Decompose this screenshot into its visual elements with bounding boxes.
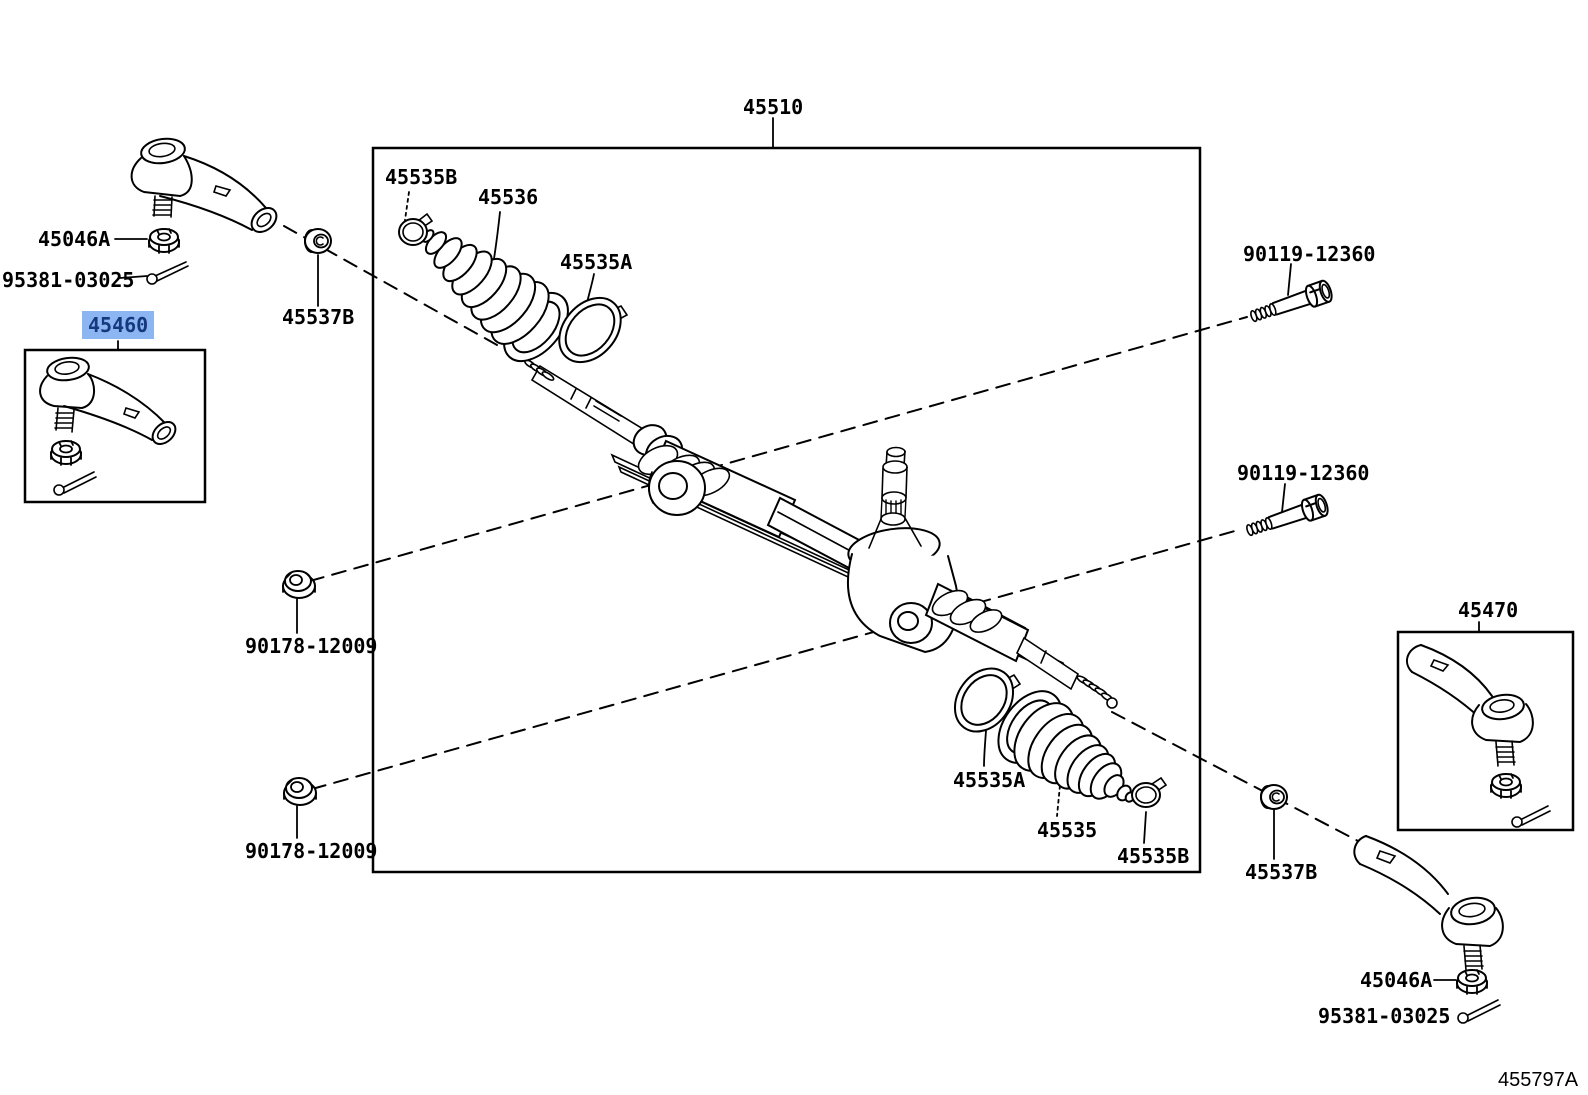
clamp-45535a-top-drawing xyxy=(558,296,629,364)
nut-90178-top-drawing xyxy=(282,570,316,599)
tie-rod-end-top-left-drawing xyxy=(130,137,278,285)
part-label-45046a-2[interactable]: 45046A xyxy=(1360,968,1433,992)
steering-rack-drawing xyxy=(523,359,1118,709)
part-label-45535a-2[interactable]: 45535A xyxy=(953,768,1026,792)
part-label-45535b[interactable]: 45535B xyxy=(385,165,458,189)
part-label-45510[interactable]: 45510 xyxy=(743,95,804,119)
diagram-code: 455797A xyxy=(1498,1069,1579,1091)
bolt-90119-bottom-drawing xyxy=(1242,492,1332,543)
tie-rod-end-45460-drawing xyxy=(39,356,177,496)
tie-rod-end-45470-drawing xyxy=(1406,644,1551,828)
clamp-45535b-bottom-drawing xyxy=(1131,776,1168,808)
part-label-45537b[interactable]: 45537B xyxy=(282,305,355,329)
part-label-90178-12009-2[interactable]: 90178-12009 xyxy=(245,839,378,863)
clamp-45535b-top-drawing xyxy=(398,212,434,246)
part-label-45535b-2[interactable]: 45535B xyxy=(1117,844,1190,868)
nut-45537b-top-drawing xyxy=(304,228,332,254)
part-label-95381-03025-2[interactable]: 95381-03025 xyxy=(1318,1004,1451,1028)
part-label-45470[interactable]: 45470 xyxy=(1458,598,1519,622)
part-label-95381-03025[interactable]: 95381-03025 xyxy=(2,268,135,292)
nut-45537b-bottom-drawing xyxy=(1260,784,1288,810)
part-label-90178-12009[interactable]: 90178-12009 xyxy=(245,634,378,658)
part-label-45536[interactable]: 45536 xyxy=(478,185,539,209)
boot-45536-drawing xyxy=(421,229,569,363)
clamp-45535a-bottom-drawing xyxy=(953,667,1022,733)
part-label-45535a[interactable]: 45535A xyxy=(560,250,633,274)
main-assembly-box xyxy=(371,146,1202,874)
nut-90178-bottom-drawing xyxy=(283,777,317,806)
part-label-45046a[interactable]: 45046A xyxy=(38,227,111,251)
part-label-90119-12360[interactable]: 90119-12360 xyxy=(1243,242,1376,266)
boot-45535-drawing xyxy=(997,690,1136,803)
bolt-90119-top-drawing xyxy=(1246,278,1336,329)
dashed-alignment-lines xyxy=(283,225,1359,842)
part-label-45535[interactable]: 45535 xyxy=(1037,818,1098,842)
part-label-90119-12360-2[interactable]: 90119-12360 xyxy=(1237,461,1370,485)
part-label-45460[interactable]: 45460 xyxy=(82,311,155,339)
tie-rod-end-bottom-right-drawing xyxy=(1353,835,1504,1024)
part-label-45537b-2[interactable]: 45537B xyxy=(1245,860,1318,884)
